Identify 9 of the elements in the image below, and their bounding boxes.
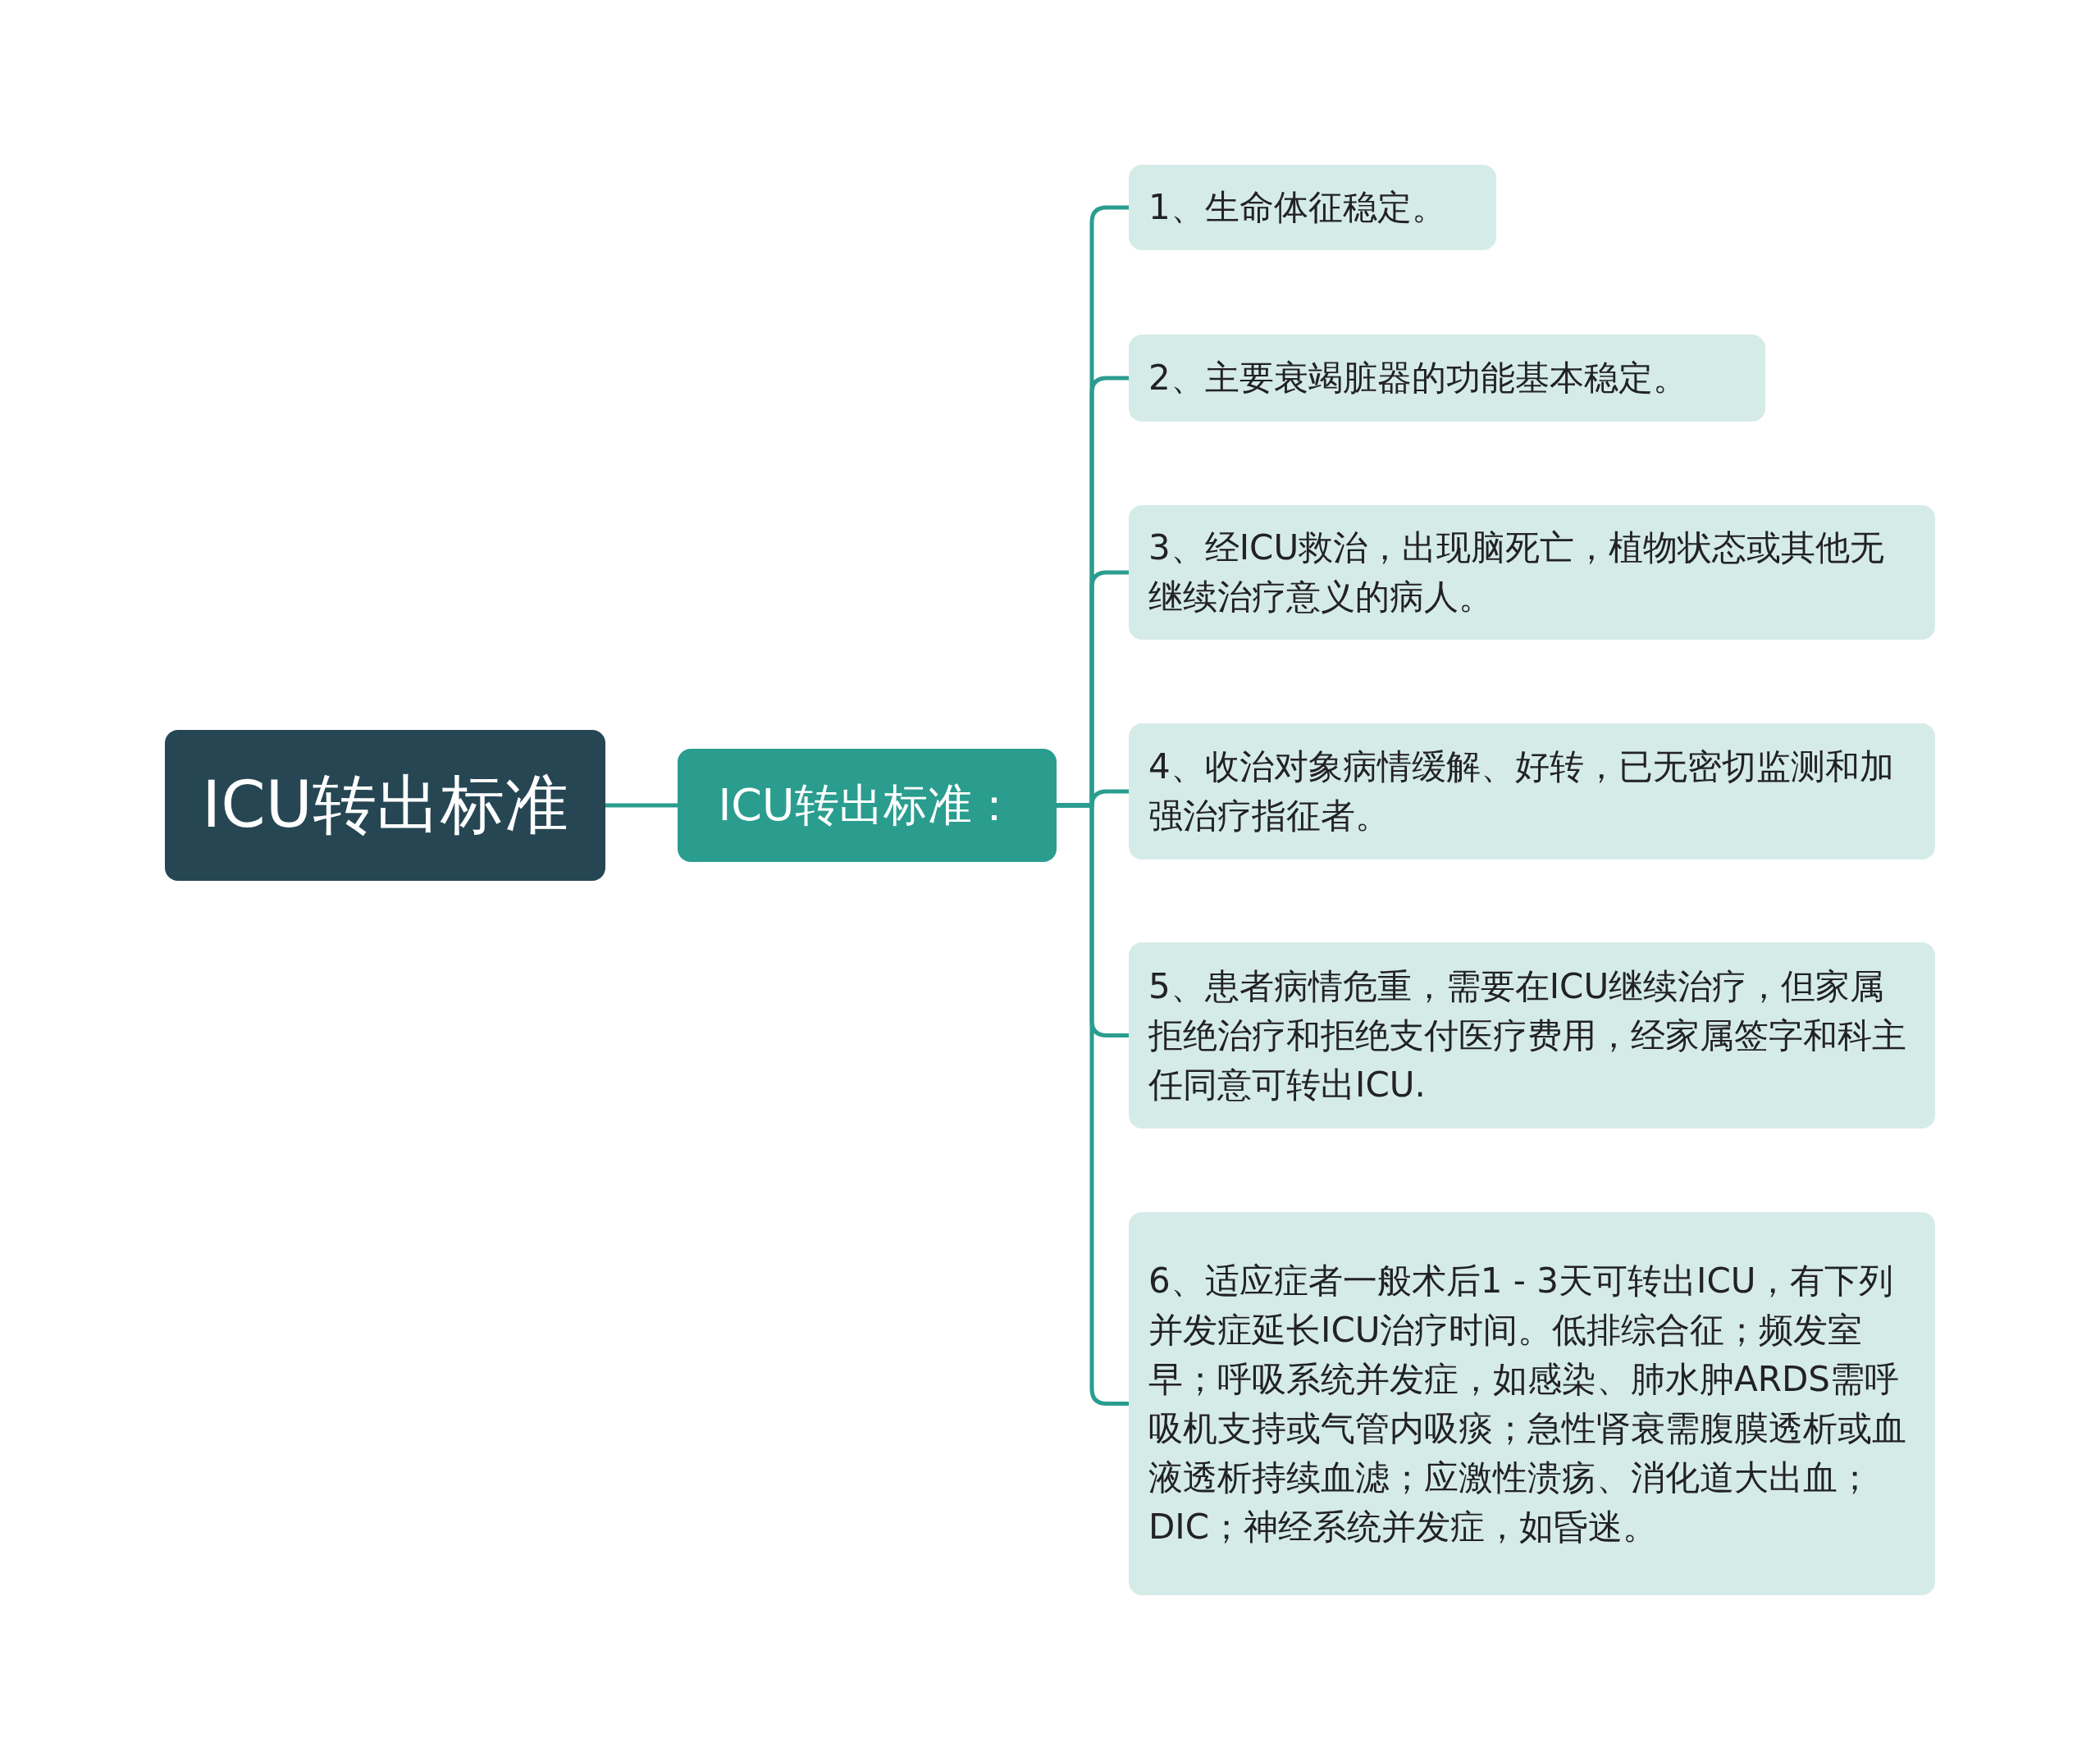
item-box: 1、生命体征稳定。 [1129, 165, 1496, 250]
item-box: 6、适应症者一般术后1 - 3天可转出ICU，有下列并发症延长ICU治疗时间。低排综合征；频发室早；呼吸系统并发症，如感染、肺水肿ARDS需呼吸机支持或气管内吸痰；急性肾衰需腹膜透析或血液透析持续血滤；应激性溃疡、消化道大出血；DIC；神经系统并发症，如昏迷。 [1129, 1212, 1935, 1595]
connector-line [605, 803, 678, 808]
item-box: 2、主要衰竭脏器的功能基本稳定。 [1129, 335, 1765, 422]
topic-box: ICU转出标准 [165, 730, 605, 881]
item-box: 3、经ICU救治，出现脑死亡，植物状态或其他无继续治疗意义的病人。 [1129, 505, 1935, 640]
item-box: 5、患者病情危重，需要在ICU继续治疗，但家属拒绝治疗和拒绝支付医疗费用，经家属签字和科主任同意可转出ICU. [1129, 942, 1935, 1128]
item-box: 4、收治对象病情缓解、好转，已无密切监测和加强治疗指征者。 [1129, 723, 1935, 859]
subtopic-box: ICU转出标准： [678, 749, 1057, 862]
